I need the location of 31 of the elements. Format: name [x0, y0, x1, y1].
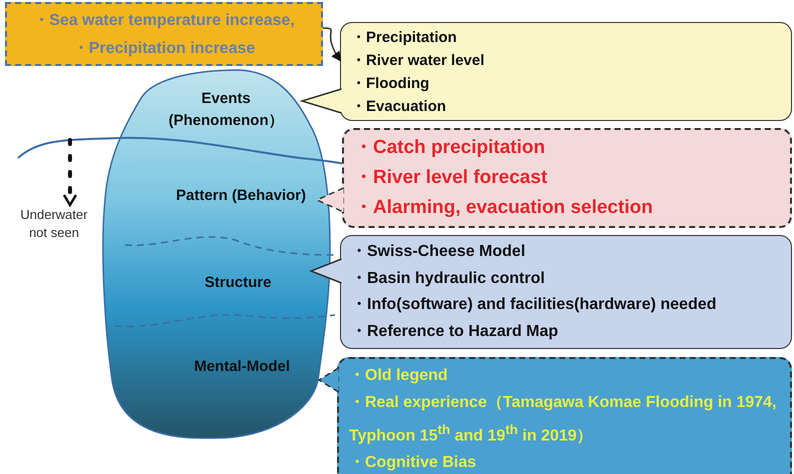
curved-arrow: [299, 88, 342, 114]
curved-arrow: [322, 27, 342, 62]
bullet-text: ・Basin hydraulic control: [351, 268, 546, 288]
curved-arrow: [318, 367, 340, 393]
bullet-text: ・River level forecast: [354, 166, 548, 190]
callout-bubble: [342, 128, 792, 228]
bullet-text: ・Old legend: [349, 366, 449, 386]
bullet-text: ・Precipitation increase: [72, 39, 256, 59]
level-label: Pattern (Behavior): [176, 186, 306, 206]
level-label: Mental-Model: [194, 357, 290, 377]
callout-bubble: [337, 357, 792, 474]
note-box: [5, 2, 323, 66]
side-note: Underwater not seen: [19, 206, 89, 242]
bullet-text: ・Swiss-Cheese Model: [351, 242, 526, 262]
bullet-text: ・Evacuation: [351, 97, 448, 117]
bullet-text: ・Flooding: [351, 74, 430, 94]
bullet-text: ・Alarming, evacuation selection: [354, 196, 654, 220]
callout-bubble: [340, 235, 792, 349]
bullet-text: ・Cognitive Bias: [349, 453, 478, 474]
bullet-text: ・Catch precipitation: [354, 136, 546, 160]
bullet-text: ・Precipitation: [351, 28, 458, 48]
callout-bubble: [340, 22, 792, 121]
bullet-text: ・Reference to Hazard Map: [351, 322, 560, 342]
curved-arrow: [308, 258, 342, 284]
bullet-text: ・Info(software) and facilities(hardware) needed: [351, 295, 718, 315]
bullet-text: ・Real experience（Tamagawa Komae Flooding in 1974, Typhoon 15$^{th}$ and 19$^{th}$ in 2019）: [349, 393, 778, 446]
level-label: Structure: [204, 273, 272, 293]
curved-arrow: [315, 187, 344, 213]
bullet-text: ・River water level: [351, 51, 486, 71]
bullet-text: ・Sea water temperature increase,: [32, 11, 296, 31]
level-label: Events (Phenomenon）: [168, 89, 284, 131]
